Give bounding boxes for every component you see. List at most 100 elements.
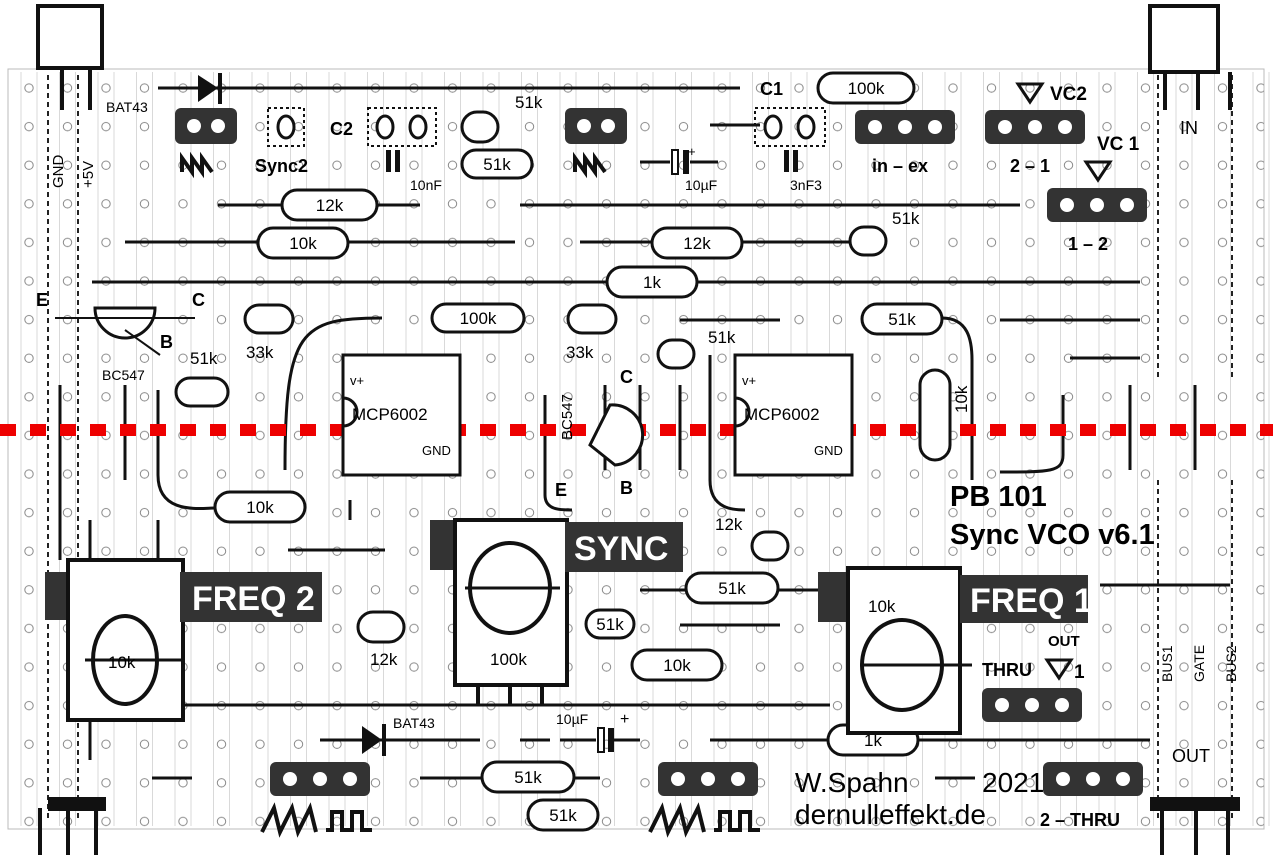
ic1-name: MCP6002 <box>352 405 428 424</box>
resistor-r100k_top: 100k <box>816 71 916 105</box>
t2-c: C <box>620 367 633 387</box>
ic2-gnd: GND <box>814 443 843 458</box>
resistor-value: 51k <box>888 310 916 329</box>
pulse-wave-icon <box>326 810 372 832</box>
thru-label: THRU <box>982 660 1032 680</box>
resistor-r12k_a: 12k <box>280 188 379 222</box>
freq2-value: 10k <box>108 653 136 672</box>
vc1-arrow-icon <box>1083 160 1113 183</box>
wire-links <box>58 86 1230 780</box>
resistor-value: 51k <box>549 806 577 825</box>
pulse-wave-icon <box>714 810 760 832</box>
resistor-value: 51k <box>708 328 736 347</box>
author: W.Spahn <box>795 767 909 798</box>
resistor-value: 12k <box>715 515 743 534</box>
resistor-value: 51k <box>515 93 543 112</box>
jumper-sync2[interactable]: Sync2 <box>255 107 308 176</box>
jumper-thru-out1[interactable]: OUT THRU 1 <box>982 633 1085 722</box>
transistor-bc547-left: E C B BC547 <box>36 290 205 383</box>
pot-freq2[interactable]: 10k FREQ 2 <box>45 558 322 722</box>
ic2-vplus: v+ <box>742 373 756 388</box>
c1-value: 3nF3 <box>790 177 822 193</box>
resistor-r51k_a: 51k <box>460 93 543 144</box>
resistor-value: 12k <box>683 234 711 253</box>
plus5v-label: +5V <box>80 161 97 188</box>
output-saw-pulse-left[interactable] <box>260 762 372 838</box>
capacitor-c2: C2 10nF <box>330 107 442 193</box>
resistor-value: 1k <box>643 273 661 292</box>
vc2-sel: 2 – 1 <box>1010 156 1050 176</box>
gate-label: GATE <box>1191 645 1207 682</box>
ic1-vplus: v+ <box>350 373 364 388</box>
resistor-r51k_h: 51k <box>584 608 636 640</box>
header-pins <box>38 68 1232 855</box>
t2-name: BC547 <box>559 394 576 440</box>
capacitor-10uf-bottom: + 10µF <box>556 711 640 753</box>
resistor-r51k_g: 51k <box>684 571 780 605</box>
out-label: OUT <box>1172 746 1210 766</box>
resistor-r10k_c: 10k <box>630 648 724 682</box>
t1-name: BC547 <box>102 367 145 383</box>
bus2-label: BUS2 <box>1223 645 1239 682</box>
c2-value: 10nF <box>410 177 442 193</box>
saw-wave-icon <box>648 802 706 838</box>
resistor-value: 51k <box>514 768 542 787</box>
ic-mcp6002-left: v+ MCP6002 GND <box>341 353 462 477</box>
pot-freq1[interactable]: 10k FREQ 1 <box>818 566 1093 735</box>
c2-label: C2 <box>330 119 353 139</box>
jumper-vc2[interactable]: VC2 2 – 1 <box>985 82 1087 176</box>
resistor-value: 51k <box>892 209 920 228</box>
saw-wave-icon <box>260 802 318 838</box>
t2-b: B <box>620 478 633 498</box>
in-ex-label: in – ex <box>872 156 928 176</box>
t1-c: C <box>192 290 205 310</box>
jumper-sync1[interactable] <box>175 108 237 179</box>
resistor-r51k_e: 51k <box>174 349 230 408</box>
board-title: PB 101 <box>950 481 1047 513</box>
e2-plus: + <box>620 711 629 728</box>
gnd-label: GND <box>50 155 67 189</box>
jumper-2-thru[interactable]: 2 – THRU <box>1040 762 1143 830</box>
resistor-value: 10k <box>246 498 274 517</box>
out1-arrow-icon <box>1044 658 1074 681</box>
bottom-right-header <box>1150 797 1240 811</box>
resistor-r33k_b: 33k <box>566 303 618 362</box>
d2-label: BAT43 <box>393 715 435 731</box>
resistor-value: 51k <box>596 615 624 634</box>
jumper-sync-center[interactable] <box>565 108 627 179</box>
vc2-arrow-icon <box>1015 82 1045 105</box>
resistor-value: 100k <box>460 309 497 328</box>
header-connectors <box>36 4 1220 74</box>
t1-e: E <box>36 290 48 310</box>
resistor-value: 12k <box>370 650 398 669</box>
capacitor-10uf-top: + 10µF <box>640 144 718 193</box>
sync2-label: Sync2 <box>255 156 308 176</box>
transistor-bc547-center: BC547 C E B <box>555 367 645 500</box>
resistor-value: 10k <box>663 656 691 675</box>
vc1-label: VC 1 <box>1097 134 1140 155</box>
resistor-value: 33k <box>246 343 274 362</box>
output-saw-pulse-right[interactable] <box>648 762 760 838</box>
pot-sync[interactable]: 100k SYNC <box>430 518 683 705</box>
resistor-value: 12k <box>316 196 344 215</box>
resistor-r12k_b: 12k <box>650 226 744 260</box>
jumper-vc1[interactable]: VC 1 1 – 2 <box>1047 134 1147 254</box>
resistor-r100k_b: 100k <box>430 302 526 334</box>
ic1-gnd: GND <box>422 443 451 458</box>
t1-b: B <box>160 332 173 352</box>
sync-label: SYNC <box>574 530 668 568</box>
freq2-label: FREQ 2 <box>192 580 315 618</box>
year: 2021 <box>982 767 1044 798</box>
e1-value: 10µF <box>685 177 717 193</box>
resistor-value: 100k <box>848 79 885 98</box>
e1-plus: + <box>688 144 696 159</box>
one-label: 1 <box>1074 662 1085 683</box>
resistor-r10k_v: 10k <box>918 368 971 462</box>
resistor-r51k_c: 51k <box>848 209 920 257</box>
capacitor-c1: C1 3nF3 <box>754 79 826 193</box>
jumper-in-ex[interactable]: in – ex <box>855 110 955 176</box>
sync-value: 100k <box>490 650 527 669</box>
resistor-r10k_b: 10k <box>213 490 307 524</box>
resistor-value: 10k <box>289 234 317 253</box>
